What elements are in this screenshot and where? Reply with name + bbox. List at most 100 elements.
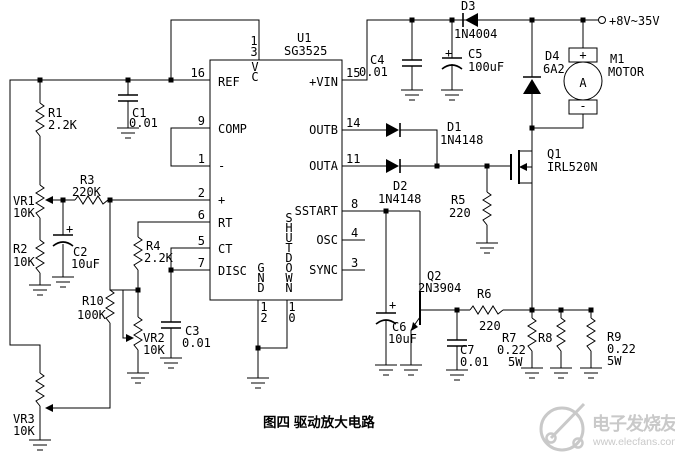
r9-power-label: 5W	[607, 354, 622, 368]
r7-ref-label: R7	[502, 331, 516, 345]
shutdown-label-char2: H	[285, 221, 292, 235]
pin5-name: CT	[218, 242, 232, 256]
c5-ref-label: C5	[468, 47, 482, 61]
vr3-value-label: 10K	[13, 424, 35, 438]
wire-segments	[9, 19, 599, 440]
pin5-number: 5	[198, 234, 205, 248]
r5-value-label: 220	[449, 206, 471, 220]
gnd-label-char1: G	[257, 261, 264, 275]
q2-ref-label: Q2	[427, 269, 441, 283]
resistor-r9	[586, 317, 596, 352]
capacitor-plates	[52, 57, 467, 347]
c1-ref-label: C1	[132, 106, 146, 120]
pin13-name-vc-char1: V	[251, 60, 258, 74]
watermark-url: www.elecfans.com	[592, 436, 675, 448]
resistor-r6	[469, 305, 504, 315]
c4-ref-label: C4	[370, 53, 384, 67]
d2-part-label: 1N4148	[378, 192, 421, 206]
watermark-brand: 电子发烧友	[592, 413, 675, 434]
pin9-number: 9	[198, 114, 205, 128]
potentiometer-vr1	[35, 184, 45, 219]
r9-value-label: 0.22	[607, 342, 636, 356]
component-labels: R1 2.2K VR1 10K R2 10K R3 220K + C2 10uF…	[13, 0, 660, 438]
elecfans-logo-icon	[539, 402, 586, 452]
vr1-ref-label: VR1	[13, 194, 35, 208]
potentiometer-vr2	[133, 316, 143, 351]
r3-ref-label: R3	[80, 173, 94, 187]
pin10-number-digit1: 1	[288, 300, 295, 314]
r1-ref-label: R1	[48, 106, 62, 120]
c2-ref-label: C2	[73, 245, 87, 259]
pin3-number: 3	[351, 256, 358, 270]
pin13-number-digit2: 3	[250, 45, 257, 59]
ic-labels: U1 SG3525 16 REF 9 COMP 1 - 2 + 6 RT 5 C…	[191, 31, 361, 325]
d1-part-label: 1N4148	[440, 133, 483, 147]
diode-d4-icon	[523, 79, 541, 94]
pin14-name: OUTB	[309, 123, 338, 137]
pin13-number-digit1: 1	[250, 34, 257, 48]
r10-ref-label: R10	[82, 294, 104, 308]
d3-ref-label: D3	[461, 0, 475, 13]
resistor-r10	[105, 289, 115, 324]
d1-ref-label: D1	[447, 120, 461, 134]
diode-d3-icon	[465, 13, 478, 27]
resistor-r4	[133, 236, 143, 271]
ic-part-label: SG3525	[284, 44, 327, 58]
r2-value-label: 10K	[13, 255, 35, 269]
pin3-name: SYNC	[309, 263, 338, 277]
motor-meter-label: A	[579, 76, 587, 90]
c2-polarity-label: +	[66, 222, 73, 236]
m1-ref-label: M1	[610, 52, 624, 66]
pin4-name: OSC	[316, 233, 338, 247]
shutdown-label-char8: N	[285, 281, 292, 295]
d2-ref-label: D2	[393, 179, 407, 193]
pin12-number-digit2: 2	[260, 311, 267, 325]
c6-value-label: 10uF	[388, 332, 417, 346]
vr3-ref-label: VR3	[13, 412, 35, 426]
motor-symbol	[563, 47, 603, 115]
c5-value-label: 100uF	[468, 60, 504, 74]
pin1-name: -	[218, 159, 225, 173]
resistor-r8	[556, 317, 566, 352]
pin8-name: SSTART	[295, 204, 338, 218]
vr2-value-label: 10K	[143, 343, 165, 357]
pin16-number: 16	[191, 66, 205, 80]
pin2-name: +	[218, 193, 225, 207]
watermark: 电子发烧友 www.elecfans.com	[539, 402, 675, 452]
resistor-r2	[35, 239, 45, 274]
vr3-wiper-arrow-icon	[45, 404, 53, 412]
power-rail-label: +8V~35V	[609, 14, 660, 28]
r4-ref-label: R4	[146, 239, 160, 253]
pin6-name: RT	[218, 216, 232, 230]
c2-value-label: 10uF	[71, 257, 100, 271]
shutdown-label-char5: D	[285, 251, 292, 265]
c3-ref-label: C3	[185, 324, 199, 338]
pin15-name: +VIN	[309, 75, 338, 89]
shutdown-label-char1: S	[285, 211, 292, 225]
pin16-name: REF	[218, 75, 240, 89]
motor-minus-label: -	[579, 99, 586, 113]
gnd-label-char2: N	[257, 271, 264, 285]
diode-d2-icon	[386, 159, 399, 173]
c3-value-label: 0.01	[182, 336, 211, 350]
mosfet-q1-icon	[510, 150, 520, 184]
figure-caption: 图四 驱动放大电路	[263, 414, 375, 430]
pin12-number-digit1: 1	[260, 300, 267, 314]
ic-body-sg3525	[209, 59, 343, 301]
vr2-ref-label: VR2	[143, 331, 165, 345]
vr1-value-label: 10K	[13, 206, 35, 220]
c5-polarity-label: +	[445, 46, 452, 60]
power-terminal-circle	[598, 16, 606, 24]
motor-plus-label: +	[579, 48, 586, 62]
pin7-name: DISC	[218, 264, 247, 278]
resistor-r1	[35, 102, 45, 137]
potentiometer-vr3	[35, 372, 45, 407]
r2-ref-label: R2	[13, 242, 27, 256]
c4-value-label: 0.01	[359, 65, 388, 79]
resistor-r7	[527, 317, 537, 352]
pin6-number: 6	[198, 208, 205, 222]
r1-value-label: 2.2K	[48, 118, 78, 132]
shutdown-label-char4: T	[285, 241, 292, 255]
gnd-label-char3: D	[257, 281, 264, 295]
d4-part-label: 6A2	[543, 62, 565, 76]
